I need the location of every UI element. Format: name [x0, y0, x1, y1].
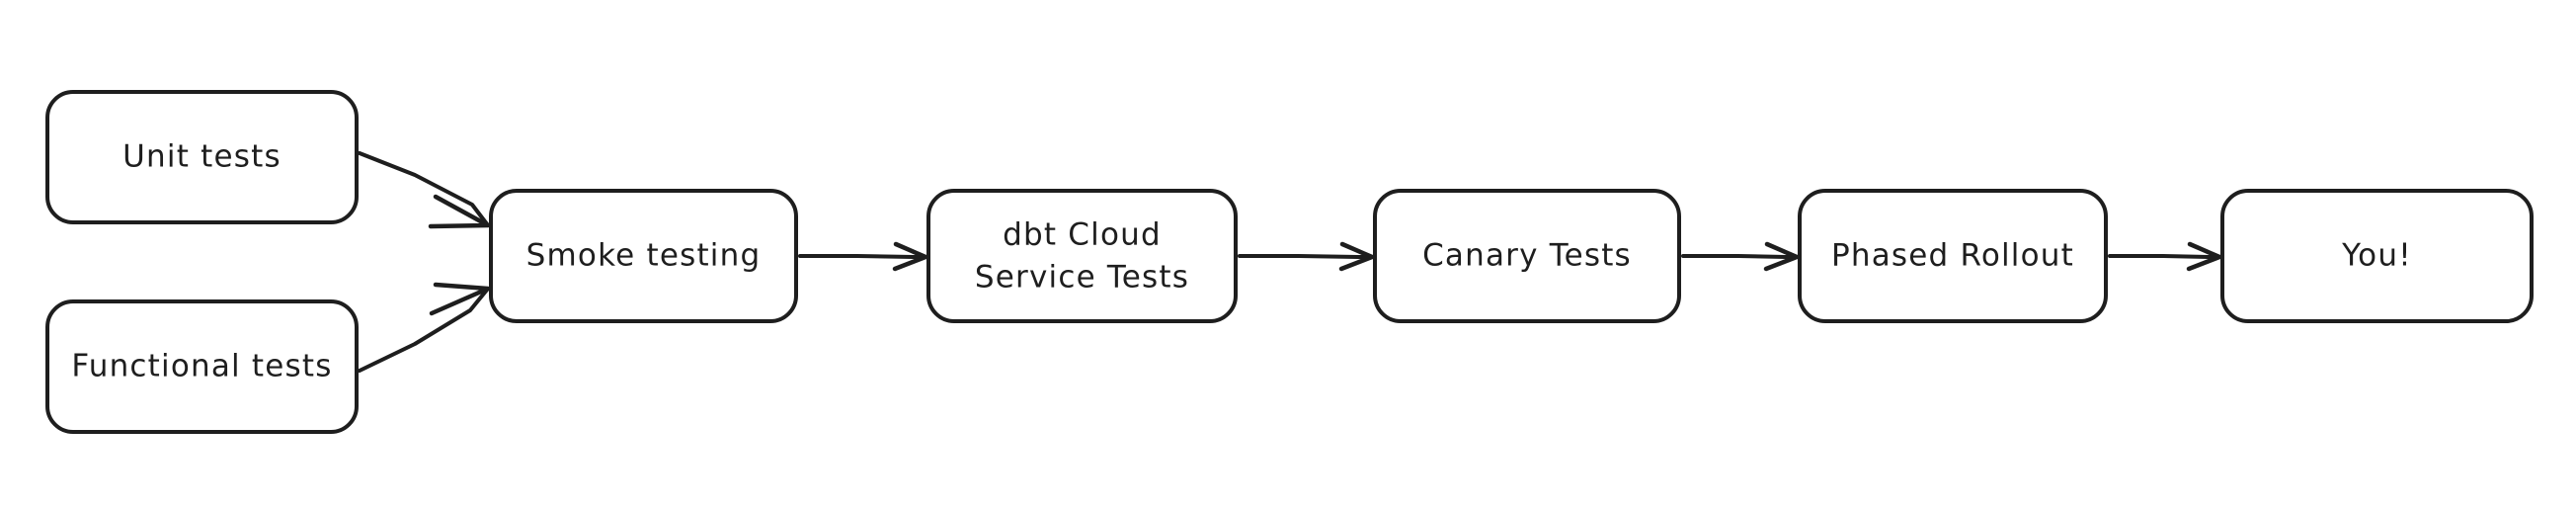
node-dbt-cloud-service-tests-shape[interactable] — [926, 189, 1238, 323]
node-you-label: You! — [2341, 238, 2412, 274]
edge-functional-tests-to-smoke-testing — [358, 282, 491, 373]
node-you[interactable]: You! — [2220, 189, 2534, 323]
arrowhead-smoke-to-dbt — [892, 241, 928, 272]
arrowhead-functional-to-smoke — [429, 282, 491, 316]
arrowhead-phased-to-you — [2186, 241, 2222, 272]
arrowhead-unit-to-smoke — [428, 194, 491, 229]
node-smoke-testing-label: Smoke testing — [526, 238, 762, 274]
node-canary-tests-label: Canary Tests — [1422, 238, 1632, 274]
node-you-shape[interactable] — [2220, 189, 2534, 323]
edge-line-smoke-to-dbt — [798, 254, 927, 259]
edge-line-canary-to-phased — [1681, 254, 1799, 259]
node-canary-tests[interactable]: Canary Tests — [1373, 189, 1681, 323]
edge-line-dbt-to-canary — [1238, 254, 1374, 259]
node-unit-tests-label: Unit tests — [122, 139, 282, 175]
node-unit-tests-shape[interactable] — [45, 90, 359, 224]
edge-line-phased-to-you — [2108, 254, 2221, 259]
node-dbt-cloud-service-tests-label-line1: dbt Cloud — [1003, 217, 1162, 253]
edge-dbt-cloud-service-tests-to-canary-tests — [1238, 241, 1375, 272]
node-unit-tests[interactable]: Unit tests — [45, 90, 359, 224]
node-smoke-testing[interactable]: Smoke testing — [489, 189, 798, 323]
node-phased-rollout-label: Phased Rollout — [1831, 238, 2074, 274]
edge-phased-rollout-to-you — [2108, 241, 2222, 272]
edge-smoke-testing-to-dbt-cloud-service-tests — [798, 241, 928, 272]
edge-unit-tests-to-smoke-testing — [358, 151, 491, 229]
node-phased-rollout[interactable]: Phased Rollout — [1798, 189, 2108, 323]
arrowhead-canary-to-phased — [1763, 241, 1800, 272]
node-functional-tests-label: Functional tests — [71, 349, 332, 384]
node-dbt-cloud-service-tests-label-line2: Service Tests — [975, 260, 1189, 296]
edge-line-functional-to-smoke — [358, 287, 490, 373]
edge-canary-tests-to-phased-rollout — [1681, 241, 1800, 272]
node-functional-tests[interactable]: Functional tests — [45, 299, 359, 434]
node-phased-rollout-shape[interactable] — [1798, 189, 2108, 323]
node-canary-tests-shape[interactable] — [1373, 189, 1681, 323]
arrowhead-dbt-to-canary — [1338, 241, 1375, 272]
edge-line-unit-to-smoke — [358, 151, 490, 227]
node-dbt-cloud-service-tests[interactable]: dbt Cloud Service Tests — [926, 189, 1238, 323]
node-functional-tests-shape[interactable] — [45, 299, 359, 434]
node-smoke-testing-shape[interactable] — [489, 189, 798, 323]
